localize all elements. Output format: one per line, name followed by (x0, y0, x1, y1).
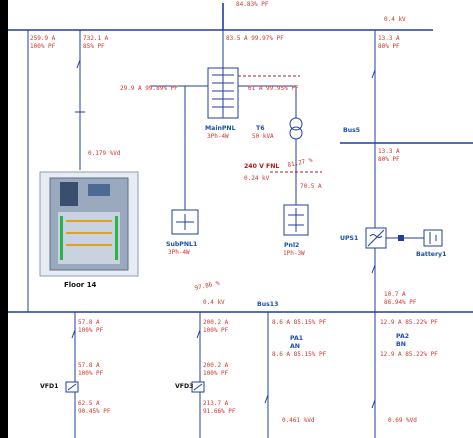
breaker-mark (71, 329, 376, 409)
label-pa1-sub: AN (290, 343, 300, 350)
label-c1-amp: 57.8 A (78, 362, 100, 369)
label-fnl-amp: 70.5 A (300, 183, 322, 190)
label-pnl2: Pnl2 (284, 242, 299, 249)
label-right-pf: 86.94% PF (384, 299, 417, 306)
label-bus5-pf: 80% PF (378, 156, 400, 163)
label-bus13-kv: 0.4 kV (203, 299, 225, 306)
label-pa2-sub: BN (396, 341, 406, 348)
breaker-mark (75, 59, 85, 119)
label-bus13: Bus13 (257, 301, 278, 308)
label-feeder1-pf: 100% PF (30, 43, 56, 50)
label-feeder2-pf: 85% PF (83, 43, 105, 50)
breaker-mark (371, 69, 376, 79)
label-feeder4-pf: 80% PF (378, 43, 400, 50)
label-d1-pf: 90.45% PF (78, 408, 111, 415)
label-pa2: PA2 (396, 333, 409, 340)
subpnl1-symbol[interactable] (171, 209, 199, 235)
label-b4: 12.9 A 85.22% PF (380, 319, 438, 326)
label-d2-pf: 91.66% PF (203, 408, 236, 415)
label-feeder4-amp: 13.3 A (378, 35, 400, 42)
label-feeder3: 83.5 A 99.97% PF (226, 35, 284, 42)
label-mainpnl-type: 3Ph-4W (207, 133, 229, 140)
vfd3-symbol[interactable] (191, 381, 205, 393)
label-vfd3: VFD3 (175, 383, 193, 390)
label-d1-amp: 62.5 A (78, 400, 100, 407)
label-fnl-kv: 0.24 kV (244, 175, 270, 182)
label-subpnl-type: 3Ph-4W (168, 249, 190, 256)
label-vd3: 0.69 %Vd (388, 417, 417, 424)
label-right-branch: 61 A 99.95% PF (248, 85, 299, 92)
label-right-amp: 10.7 A (384, 291, 406, 298)
vfd1-symbol[interactable] (65, 381, 79, 393)
label-d2-amp: 213.7 A (203, 400, 229, 407)
label-top-center: 84.83% PF (236, 1, 269, 8)
breaker-mark (371, 264, 376, 274)
label-pa1: PA1 (290, 335, 303, 342)
label-pnl2-type: 1Ph-3W (283, 250, 305, 257)
label-ups1: UPS1 (340, 235, 358, 242)
label-bus5-amp: 13.3 A (378, 148, 400, 155)
label-t6: T6 (256, 125, 265, 132)
label-top-right-kv: 0.4 kV (384, 16, 406, 23)
label-c1-pf: 100% PF (78, 370, 104, 377)
label-battery1: Battery1 (416, 251, 446, 258)
label-b1-amp: 57.8 A (78, 319, 100, 326)
mainpnl-symbol[interactable] (207, 67, 239, 119)
label-b2-pf: 100% PF (203, 327, 229, 334)
label-c2-pf: 100% PF (203, 370, 229, 377)
label-b2-amp: 200.2 A (203, 319, 229, 326)
label-c2-amp: 200.2 A (203, 362, 229, 369)
label-feeder2-amp: 732.1 A (83, 35, 109, 42)
pnl2-symbol[interactable] (283, 204, 309, 236)
label-fnl-voltage: 240 V FNL (244, 163, 279, 170)
label-vd2: 0.461 %Vd (282, 417, 315, 424)
label-feeder1-amp: 259.9 A (30, 35, 56, 42)
dc-node (398, 235, 404, 241)
label-vfd1: VFD1 (40, 383, 58, 390)
label-bus5: Bus5 (343, 127, 360, 134)
label-mainpnl: MainPNL (205, 125, 236, 132)
label-vd1: 0.179 %Vd (88, 150, 121, 157)
label-subpnl: SubPNL1 (166, 241, 197, 248)
label-pa1-flow: 8.6 A 85.15% PF (272, 351, 327, 358)
label-b3: 8.6 A 85.15% PF (272, 319, 327, 326)
label-b1-pf: 100% PF (78, 327, 104, 334)
battery1-symbol[interactable] (423, 229, 443, 247)
ups1-symbol[interactable] (365, 227, 387, 249)
floor-panel-image[interactable] (39, 171, 139, 277)
label-t6-rating: 50 kVA (252, 133, 274, 140)
label-pa2-flow: 12.9 A 85.22% PF (380, 351, 438, 358)
label-floor: Floor 14 (64, 281, 97, 289)
label-left-branch: 29.9 A 99.89% PF (120, 85, 178, 92)
